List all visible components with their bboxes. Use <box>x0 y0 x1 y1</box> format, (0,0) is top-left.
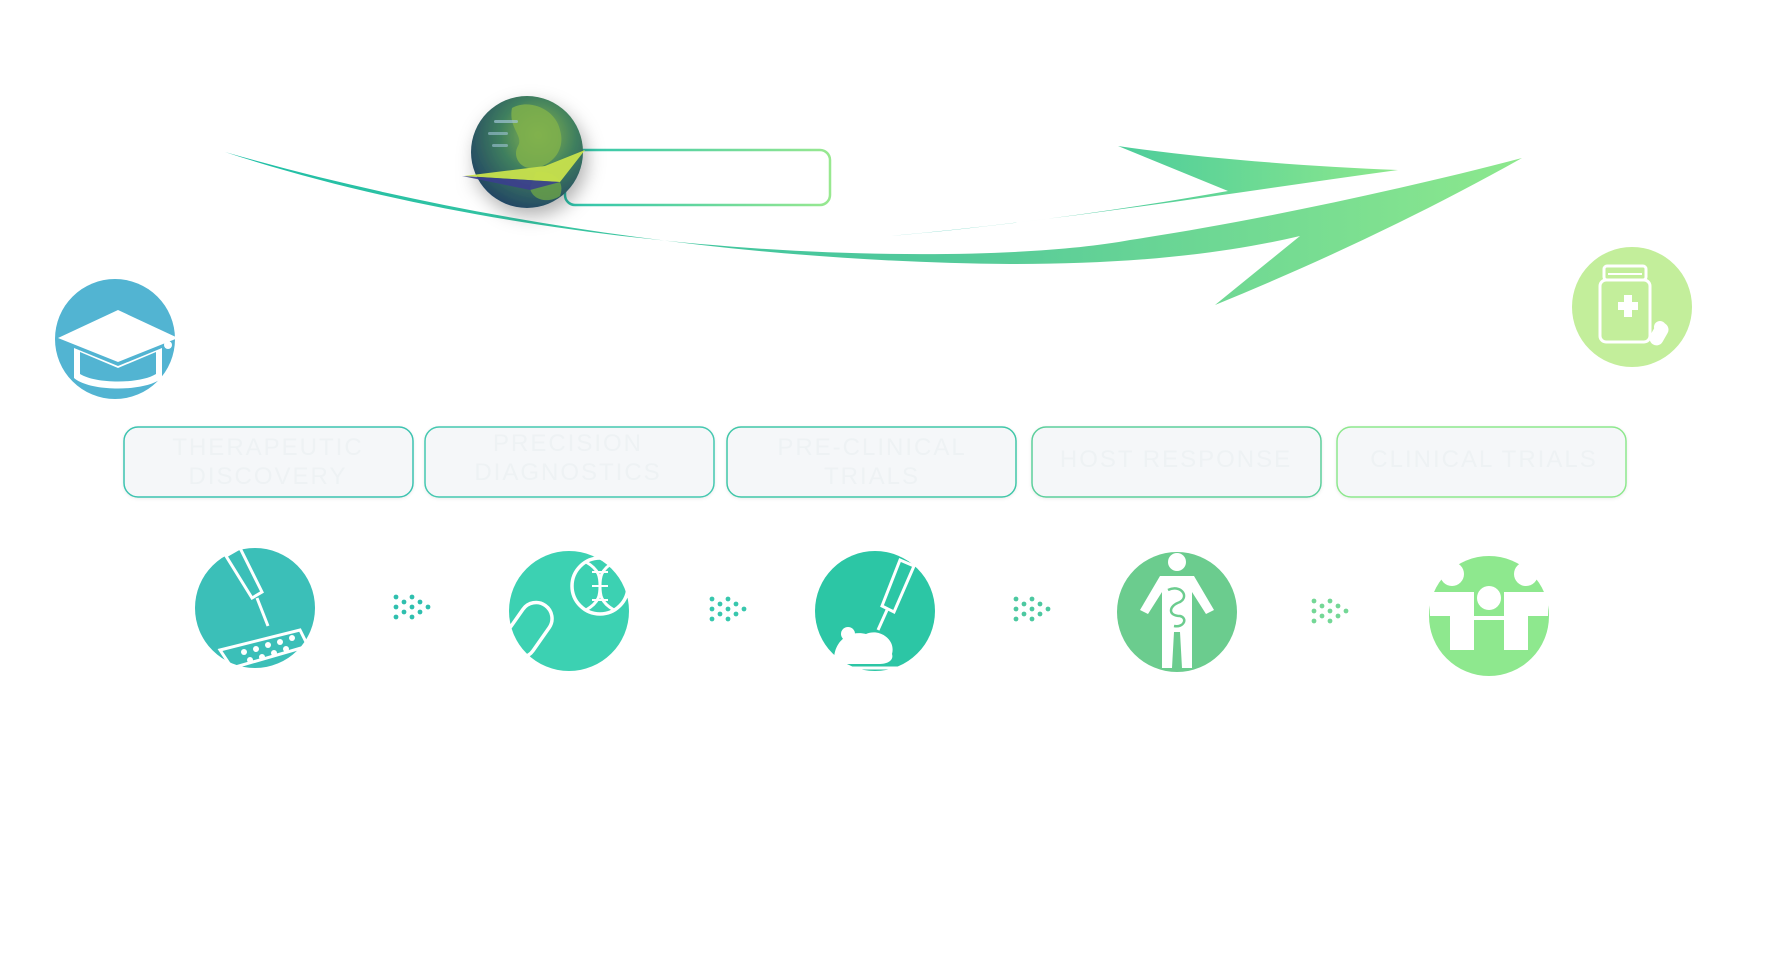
stage-box-precision-diagnostics: PRECISION DIAGNOSTICS <box>424 426 715 498</box>
upper-arrow <box>890 146 1398 236</box>
stage-label-therapeutic-discovery-line1: THERAPEUTIC <box>172 434 363 461</box>
stage-box-therapeutic-discovery: THERAPEUTIC DISCOVERY <box>123 426 414 498</box>
stage-label-host-response: HOST RESPONSE <box>1060 446 1292 473</box>
progress-arrows <box>225 146 1522 305</box>
human-body-organs-icon <box>1117 552 1237 672</box>
dotted-arrow-icon <box>709 596 747 622</box>
globe-callout-box <box>563 148 832 207</box>
globe-icon <box>462 96 585 208</box>
stage-box-host-response: HOST RESPONSE <box>1031 426 1322 498</box>
stage-label-clinical-trials: CLINICAL TRIALS <box>1370 446 1597 473</box>
capsule-dna-icon <box>502 551 630 671</box>
graduation-cap-icon <box>55 279 178 399</box>
globe-callout <box>462 96 832 208</box>
stage-boxes: THERAPEUTIC DISCOVERY PRECISION DIAGNOST… <box>123 426 1627 498</box>
dotted-connectors <box>393 594 1349 624</box>
stage-label-precision-diagnostics-line1: PRECISION <box>493 430 643 457</box>
stage-box-pre-clinical-trials: PRE-CLINICAL TRIALS <box>726 426 1017 498</box>
patient-group-icon <box>1429 556 1549 676</box>
stage-label-therapeutic-discovery-line2: DISCOVERY <box>189 463 348 490</box>
stage-icons <box>195 545 1549 676</box>
stage-label-pre-clinical-trials-line2: TRIALS <box>824 463 920 490</box>
pipette-well-plate-icon <box>195 545 315 670</box>
stage-label-pre-clinical-trials-line1: PRE-CLINICAL <box>777 434 966 461</box>
medicine-bottle-icon <box>1572 247 1692 367</box>
stage-label-precision-diagnostics-line2: DIAGNOSTICS <box>474 459 661 486</box>
stage-box-clinical-trials: CLINICAL TRIALS <box>1336 426 1627 498</box>
syringe-mouse-icon <box>815 551 935 671</box>
dotted-arrow-icon <box>1013 596 1051 622</box>
main-arrow <box>225 152 1522 305</box>
dotted-arrow-icon <box>393 594 431 620</box>
dotted-arrow-icon <box>1311 598 1349 624</box>
